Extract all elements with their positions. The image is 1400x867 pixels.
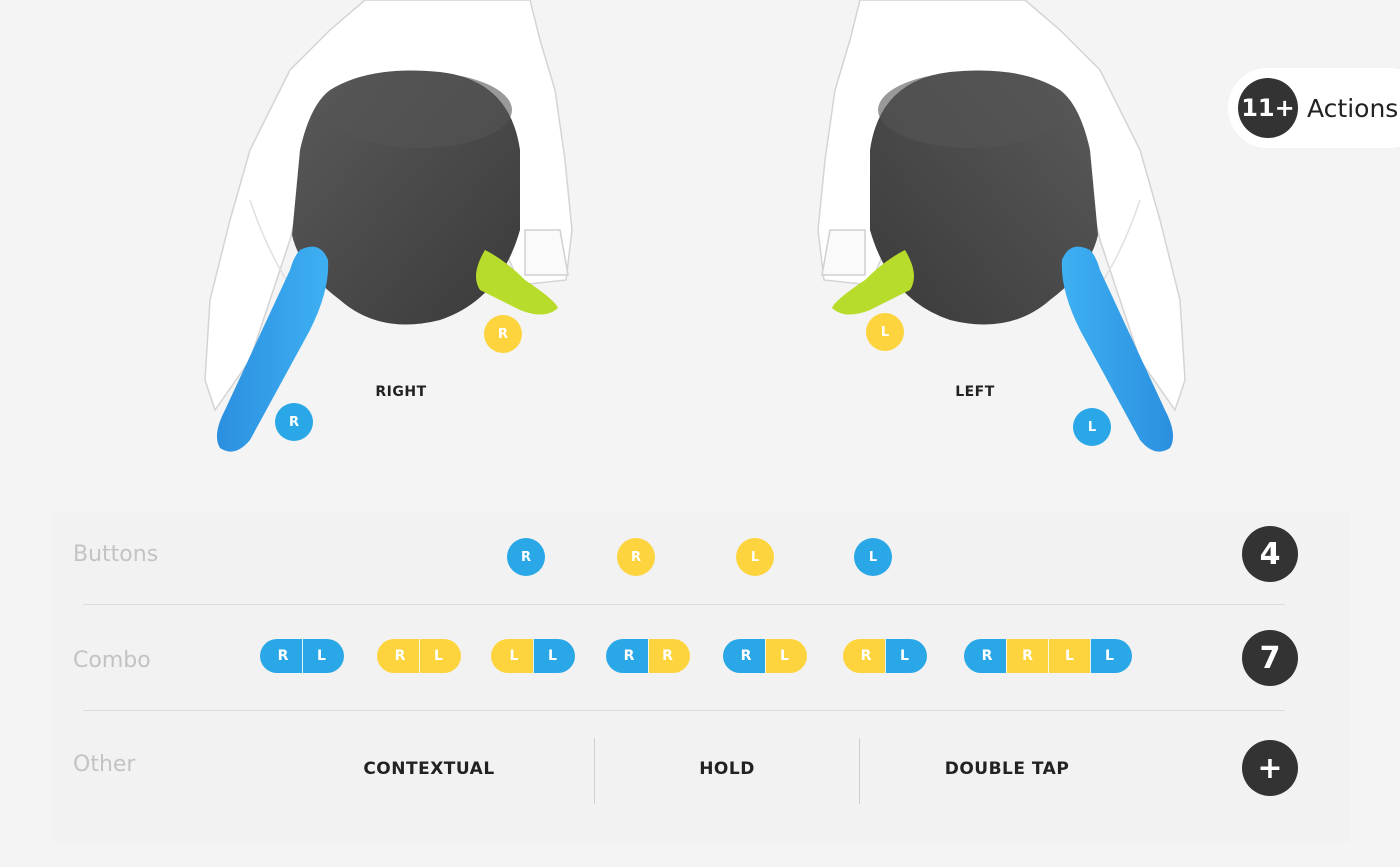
right-yellow-button-marker: R: [484, 315, 522, 353]
combo-segment: R: [964, 639, 1006, 673]
combo-count-badge: 7: [1242, 630, 1298, 686]
combo-segment: L: [765, 639, 807, 673]
other-item-contextual: CONTEXTUAL: [363, 759, 495, 779]
left-hand-illustration: [817, 0, 1186, 452]
combo-segment: R: [606, 639, 648, 673]
other-item-double-tap: DOUBLE TAP: [944, 759, 1070, 779]
row-divider: [83, 710, 1285, 711]
right-hand-illustration: [204, 0, 573, 452]
combo-segment: L: [1090, 639, 1132, 673]
combo-segment: L: [302, 639, 344, 673]
right-hand-label: RIGHT: [375, 384, 427, 400]
button-marker-2: L: [736, 538, 774, 576]
right-blue-button-marker: R: [275, 403, 313, 441]
combo-segment: R: [843, 639, 885, 673]
left-yellow-button-marker: L: [866, 313, 904, 351]
combo-segment: L: [533, 639, 575, 673]
other-item-hold: HOLD: [699, 759, 755, 779]
buttons-row-label: Buttons: [73, 542, 159, 567]
actions-count-badge: 11+: [1238, 78, 1298, 138]
button-marker-1: R: [617, 538, 655, 576]
combo-segment: R: [260, 639, 302, 673]
combo-segment: R: [377, 639, 419, 673]
controller-illustration: [204, 0, 1186, 452]
combo-segment: L: [491, 639, 533, 673]
combo-segment: R: [648, 639, 690, 673]
button-marker-0: R: [507, 538, 545, 576]
buttons-count-badge: 4: [1242, 526, 1298, 582]
left-hand-label: LEFT: [955, 384, 995, 400]
button-marker-3: L: [854, 538, 892, 576]
other-row-label: Other: [73, 752, 136, 777]
other-separator: [594, 738, 595, 804]
combo-segment: L: [885, 639, 927, 673]
actions-label: Actions: [1307, 93, 1399, 123]
row-divider: [83, 604, 1285, 605]
combo-segment: R: [1006, 639, 1048, 673]
combo-row-label: Combo: [73, 648, 151, 673]
plus-icon: +: [1242, 740, 1298, 796]
combo-segment: R: [723, 639, 765, 673]
combo-segment: L: [1048, 639, 1090, 673]
actions-summary: 11+ Actions: [1228, 68, 1400, 148]
combo-segment: L: [419, 639, 461, 673]
other-separator: [859, 738, 860, 804]
left-blue-button-marker: L: [1073, 408, 1111, 446]
